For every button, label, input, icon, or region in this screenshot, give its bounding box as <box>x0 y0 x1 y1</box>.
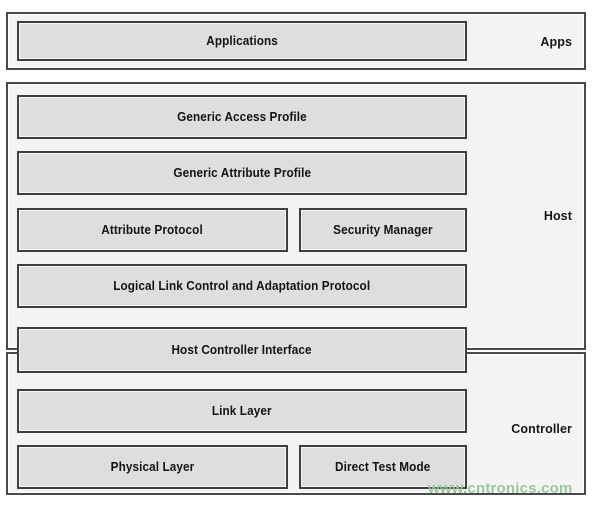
box-link-layer[interactable]: Link Layer <box>17 389 467 433</box>
group-label-host: Host <box>543 209 572 223</box>
box-applications[interactable]: Applications <box>17 21 467 61</box>
box-label-applications: Applications <box>206 34 278 48</box>
box-label-direct-test-mode: Direct Test Mode <box>335 460 431 474</box>
box-label-physical-layer: Physical Layer <box>110 460 195 474</box>
box-l2cap[interactable]: Logical Link Control and Adaptation Prot… <box>17 264 467 308</box>
box-physical-layer[interactable]: Physical Layer <box>17 445 288 489</box>
group-label-apps: Apps <box>540 35 572 49</box>
box-label-link-layer: Link Layer <box>212 404 272 418</box>
box-label-attribute-protocol: Attribute Protocol <box>101 223 204 237</box>
box-host-controller-interface[interactable]: Host Controller Interface <box>17 327 467 373</box>
box-label-security-manager: Security Manager <box>333 223 433 237</box>
box-attribute-protocol[interactable]: Attribute Protocol <box>17 208 288 252</box>
box-label-host-controller-interface: Host Controller Interface <box>171 343 313 357</box>
group-label-controller: Controller <box>511 422 572 436</box>
box-generic-access-profile[interactable]: Generic Access Profile <box>17 95 467 139</box>
box-label-generic-access-profile: Generic Access Profile <box>177 110 307 124</box>
box-direct-test-mode[interactable]: Direct Test Mode <box>299 445 467 489</box>
box-label-generic-attribute-profile: Generic Attribute Profile <box>173 166 311 180</box>
box-label-l2cap: Logical Link Control and Adaptation Prot… <box>113 279 371 293</box>
box-generic-attribute-profile[interactable]: Generic Attribute Profile <box>17 151 467 195</box>
box-security-manager[interactable]: Security Manager <box>299 208 467 252</box>
